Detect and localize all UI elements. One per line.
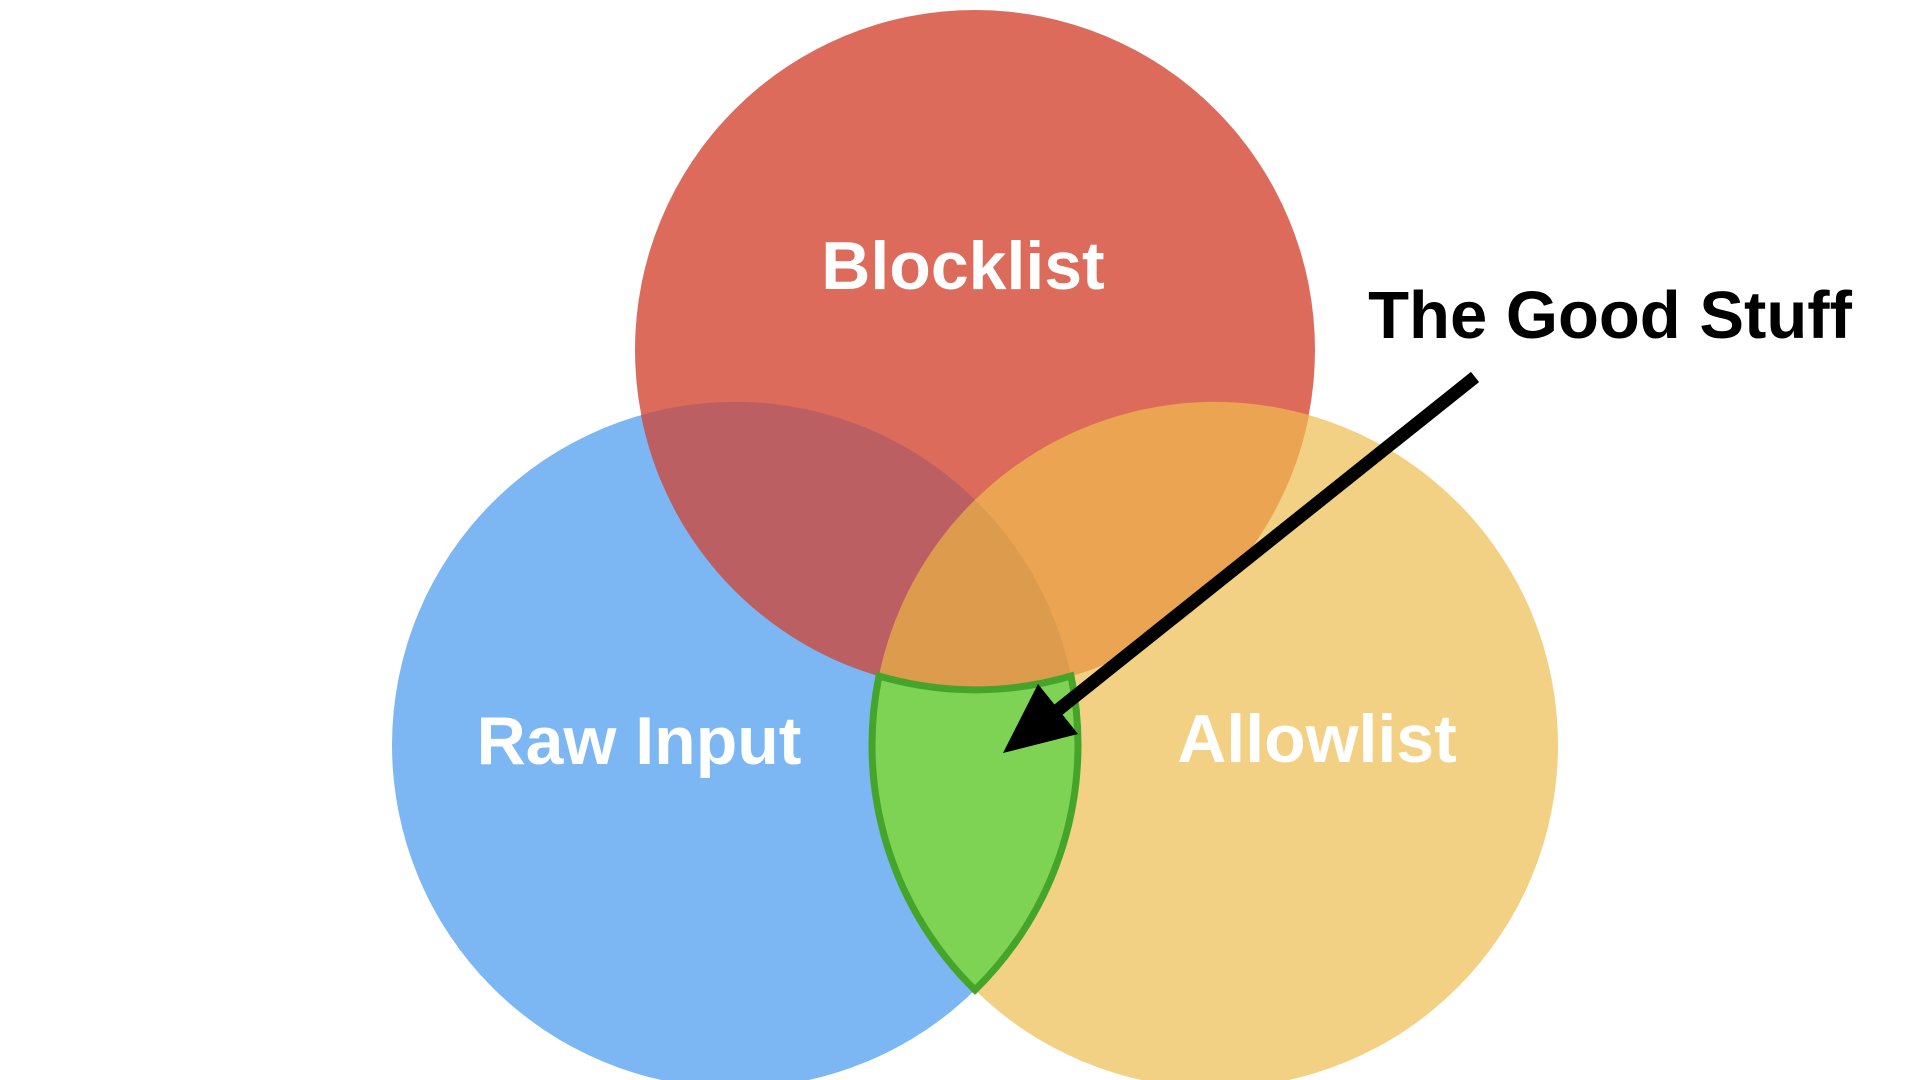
- raw-input-label: Raw Input: [477, 703, 802, 779]
- annotation-arrow-line: [1053, 371, 1480, 716]
- allowlist-label: Allowlist: [1177, 701, 1457, 777]
- annotation-arrowhead-icon: [1003, 684, 1078, 753]
- highlight-region-border: [868, 671, 1082, 995]
- annotation-label: The Good Stuff: [1368, 278, 1852, 353]
- blocklist-label: Blocklist: [821, 228, 1104, 304]
- highlight-region: [871, 676, 1079, 990]
- overlap-all-three: [879, 500, 1071, 690]
